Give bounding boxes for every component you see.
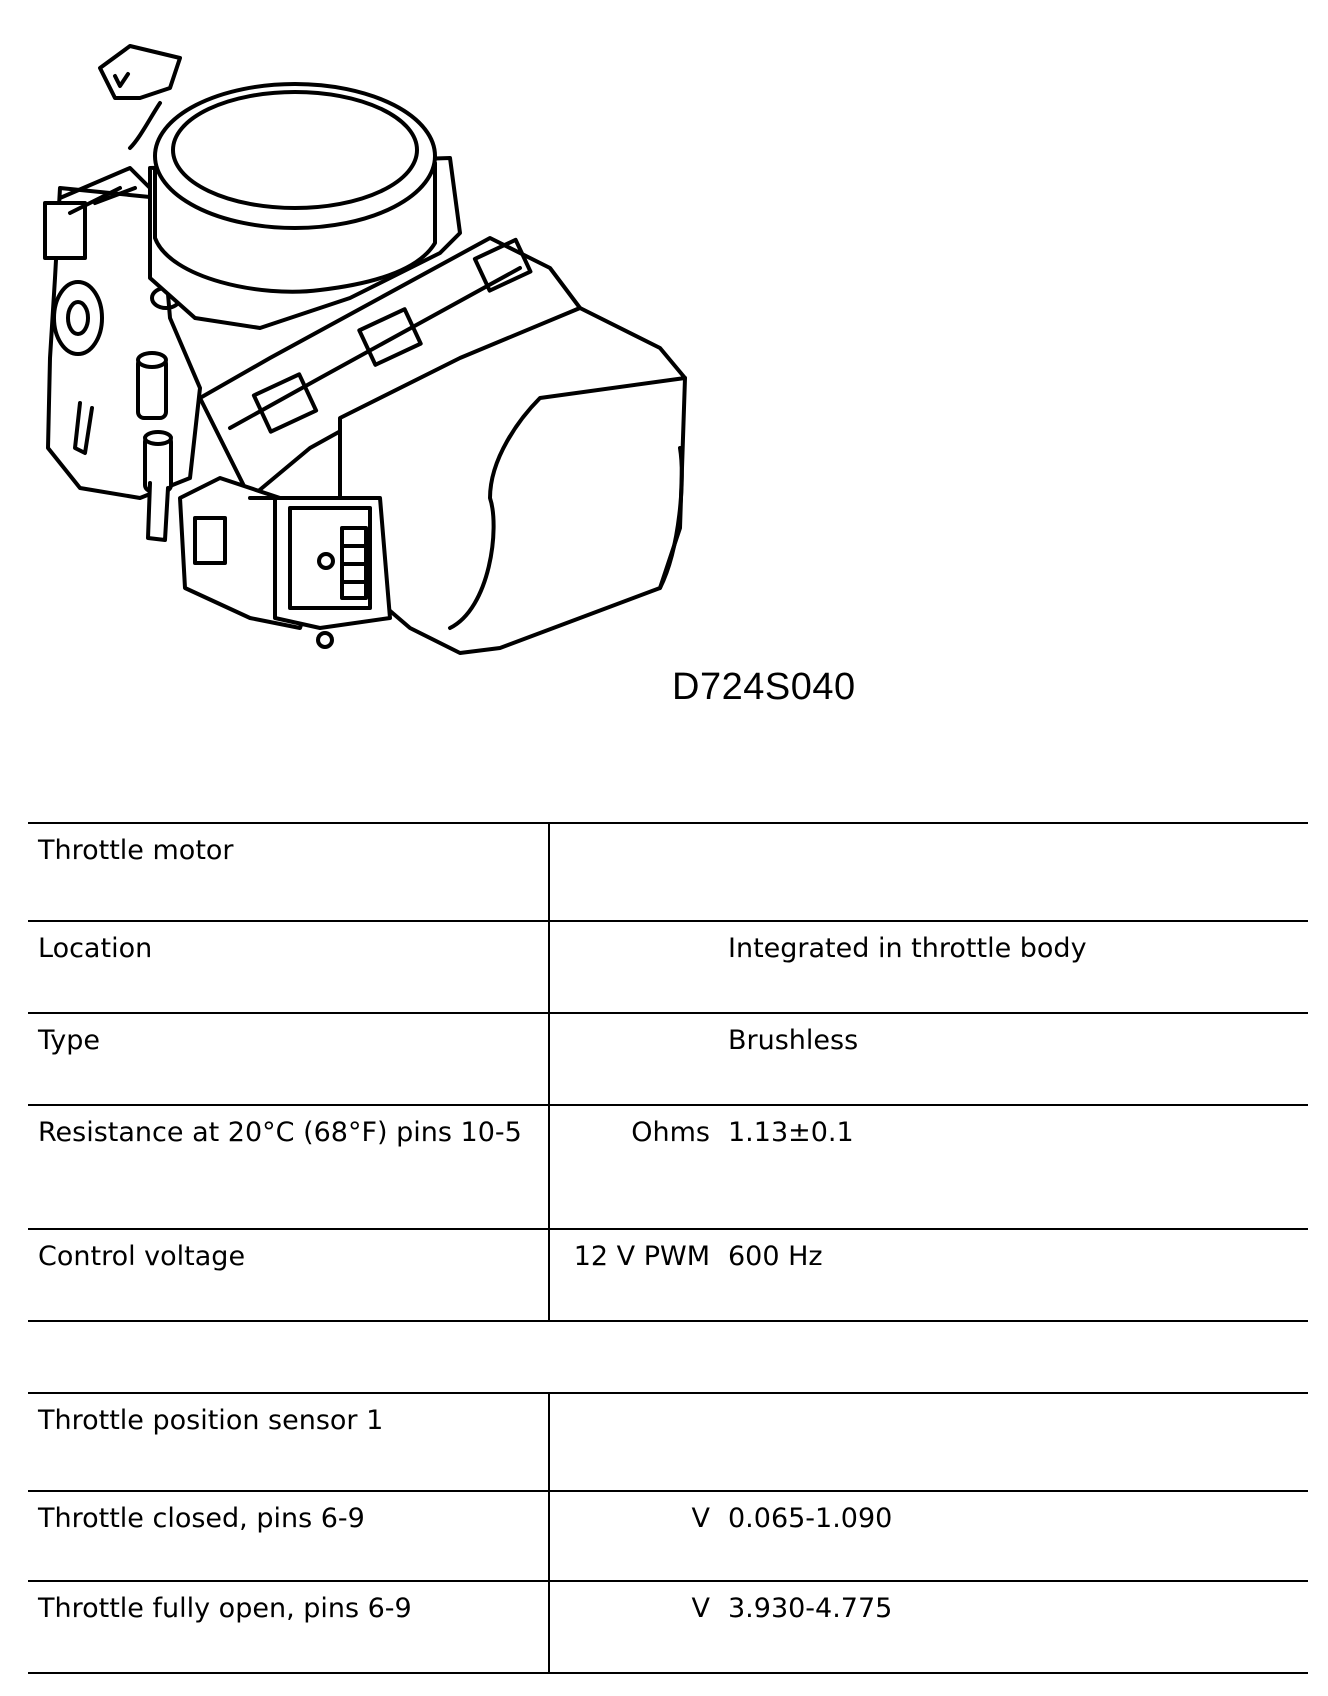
value-cell bbox=[728, 823, 1308, 921]
row-label: Resistance at 20°C (68°F) pins 10-5 bbox=[28, 1105, 550, 1229]
section-heading: Throttle position sensor 1 bbox=[28, 1393, 550, 1491]
table-row: Throttle motor bbox=[28, 823, 1308, 921]
throttle-position-sensor-table: Throttle position sensor 1 Throttle clos… bbox=[28, 1392, 1308, 1674]
table-row: Location Integrated in throttle body bbox=[28, 921, 1308, 1013]
row-unit: V bbox=[691, 1593, 710, 1624]
row-value: 600 Hz bbox=[728, 1241, 823, 1272]
table-row: Type Brushless bbox=[28, 1013, 1308, 1105]
row-unit bbox=[549, 921, 728, 1013]
row-label: Throttle fully open, pins 6-9 bbox=[28, 1581, 550, 1673]
table-row: Throttle closed, pins 6-9 V 0.065-1.090 bbox=[28, 1491, 1308, 1581]
row-value: Integrated in throttle body bbox=[728, 933, 1087, 964]
row-label: Type bbox=[28, 1013, 550, 1105]
section-heading: Throttle motor bbox=[28, 823, 550, 921]
throttle-body-icon bbox=[43, 44, 687, 655]
table-row: Throttle fully open, pins 6-9 V 3.930-4.… bbox=[28, 1581, 1308, 1673]
row-label: Control voltage bbox=[28, 1229, 550, 1321]
row-value: 0.065-1.090 bbox=[728, 1503, 893, 1534]
throttle-motor-table: Throttle motor Location Integrated in th… bbox=[28, 822, 1308, 1322]
row-label: Throttle closed, pins 6-9 bbox=[28, 1491, 550, 1581]
unit-cell bbox=[549, 823, 728, 921]
row-value: Brushless bbox=[728, 1025, 859, 1056]
row-value: 1.13±0.1 bbox=[728, 1117, 854, 1148]
row-unit: V bbox=[691, 1503, 710, 1534]
table-row: Throttle position sensor 1 bbox=[28, 1393, 1308, 1491]
row-unit bbox=[549, 1013, 728, 1105]
row-unit: Ohms bbox=[631, 1117, 710, 1148]
row-value: 3.930-4.775 bbox=[728, 1593, 893, 1624]
row-unit: 12 V PWM bbox=[573, 1241, 710, 1272]
table-row: Control voltage 12 V PWM 600 Hz bbox=[28, 1229, 1308, 1321]
table-row: Resistance at 20°C (68°F) pins 10-5 Ohms… bbox=[28, 1105, 1308, 1229]
unit-cell bbox=[549, 1393, 728, 1491]
figure-code: D724S040 bbox=[672, 666, 856, 708]
value-cell bbox=[728, 1393, 1308, 1491]
row-label: Location bbox=[28, 921, 550, 1013]
